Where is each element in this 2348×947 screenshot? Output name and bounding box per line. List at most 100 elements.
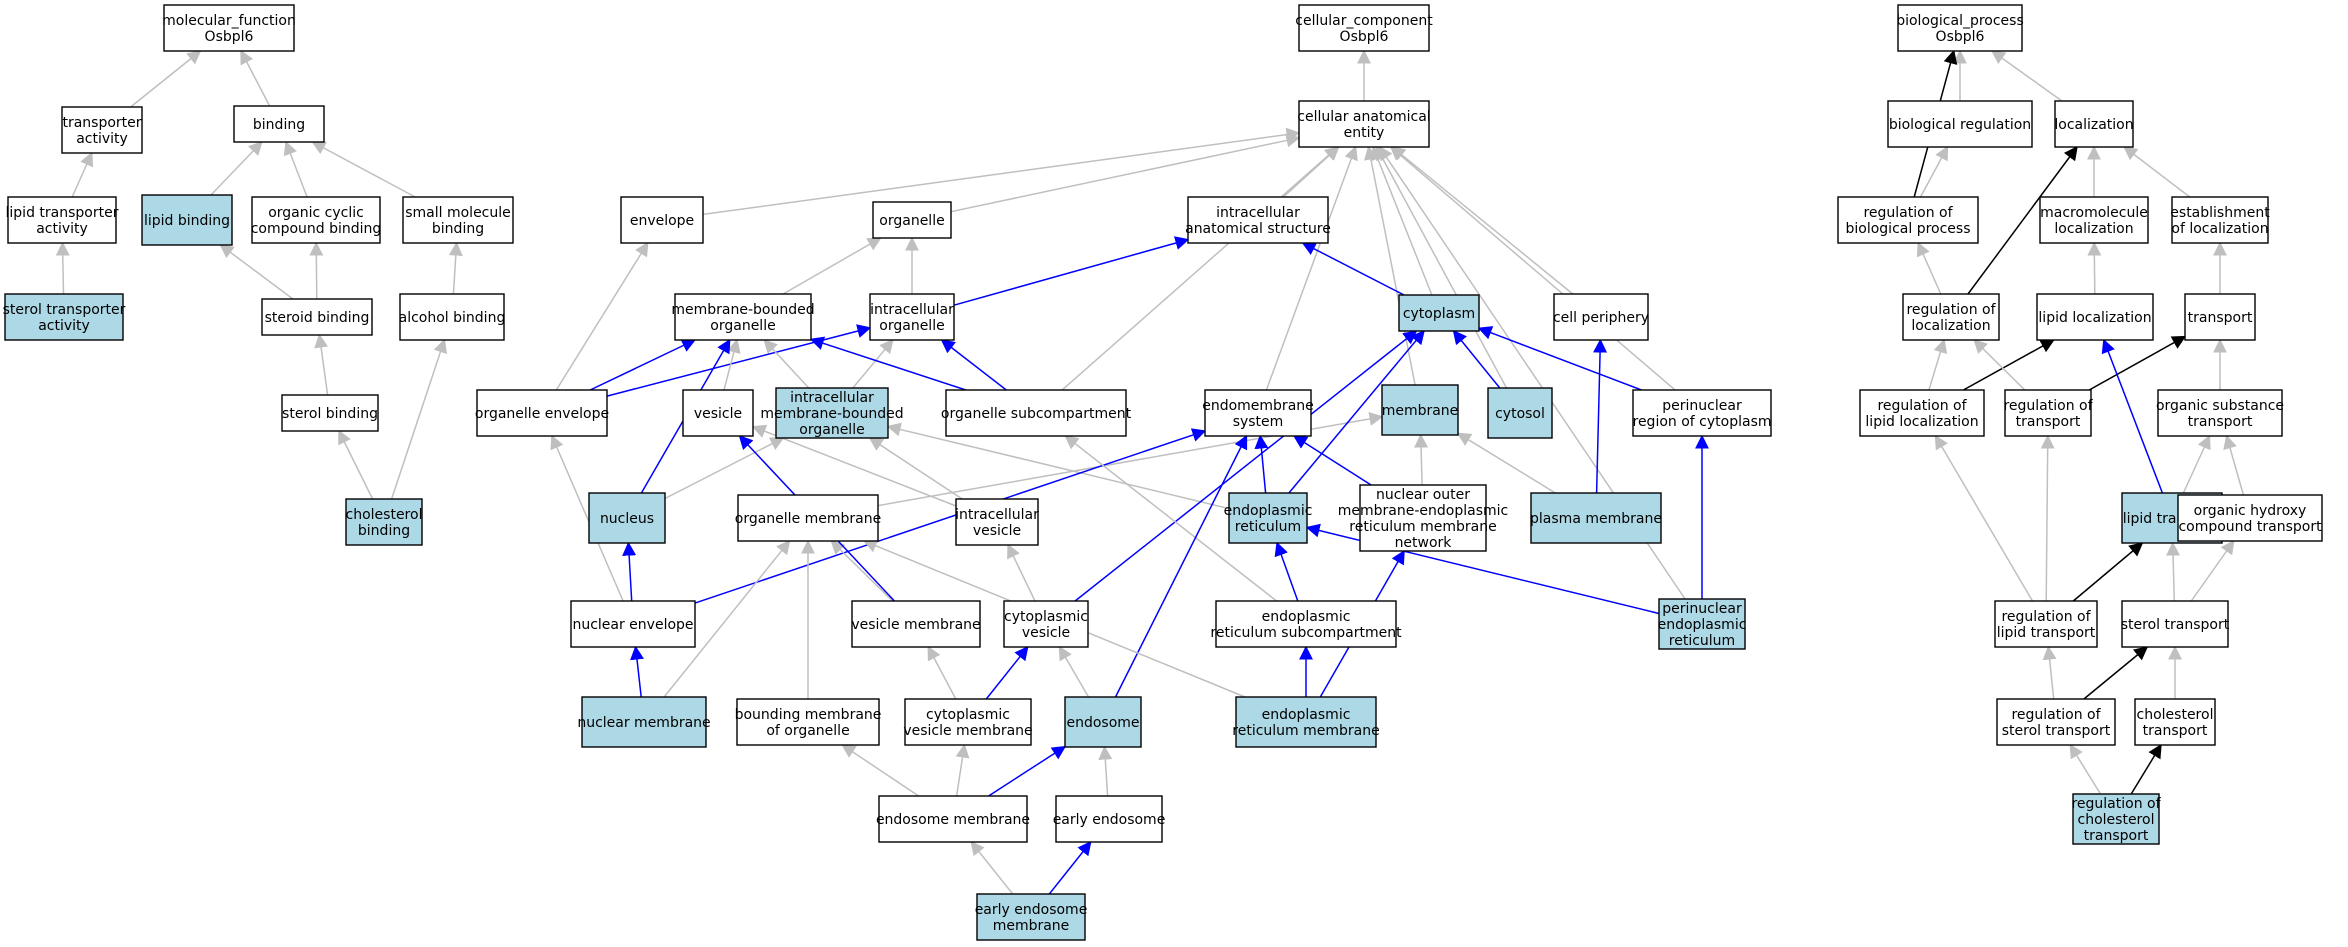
term-node-membrane[interactable]: membrane: [1381, 384, 1459, 436]
edge-line: [390, 338, 448, 500]
term-node-transport[interactable]: transport: [2184, 293, 2256, 341]
term-node-binding[interactable]: binding: [233, 105, 325, 143]
edge-cvm-to-vesicle_membrane: [927, 645, 957, 700]
edge-line: [953, 236, 1190, 306]
term-label: cellular anatomical: [1297, 109, 1430, 125]
edge-line: [1456, 432, 1556, 494]
term-node-organelle-envelope[interactable]: organelle envelope: [475, 389, 609, 437]
term-box: [261, 298, 373, 336]
term-box: [2184, 293, 2256, 341]
term-node-lipid-loc[interactable]: lipid localization: [2036, 293, 2154, 341]
term-node-alcohol-binding[interactable]: alcohol binding: [399, 293, 506, 341]
term-node-lipid-binding[interactable]: lipid binding: [141, 194, 233, 246]
term-node-sterol-binding[interactable]: sterol binding: [281, 394, 379, 432]
term-box: [570, 600, 696, 648]
term-label: compound binding: [251, 221, 382, 237]
term-node-plasma-membrane[interactable]: plasma membrane: [1530, 492, 1662, 544]
edge-organelle_envelope-to-mbo: [589, 339, 697, 391]
term-box: [674, 293, 812, 341]
term-label: membrane-bounded: [671, 302, 814, 318]
term-node-nucleus[interactable]: nucleus: [588, 492, 666, 544]
term-node-nomern[interactable]: nuclear outermembrane-endoplasmicreticul…: [1338, 484, 1508, 552]
term-label: regulation of: [1877, 398, 1967, 414]
term-node-organelle-subcompartment[interactable]: organelle subcompartment: [941, 389, 1132, 437]
term-node-endosome-membrane[interactable]: endosome membrane: [876, 795, 1030, 843]
term-node-steroid-binding[interactable]: steroid binding: [261, 298, 373, 336]
term-box: [1658, 598, 1746, 650]
term-node-envelope[interactable]: envelope: [620, 196, 704, 244]
term-label: regulation of: [2071, 796, 2161, 812]
term-label: reticulum membrane: [1232, 723, 1379, 739]
term-node-sterol-transport[interactable]: sterol transport: [2121, 600, 2230, 648]
term-label: early endosome: [975, 902, 1088, 918]
edge-line: [886, 422, 1230, 510]
term-node-nuclear-envelope[interactable]: nuclear envelope: [570, 600, 696, 648]
term-node-early-endosome[interactable]: early endosome: [1053, 795, 1166, 843]
term-label: lipid localization: [2038, 310, 2151, 326]
term-node-bio-reg[interactable]: biological regulation: [1887, 100, 2033, 148]
edge-line: [970, 840, 1014, 895]
edge-line: [694, 428, 1207, 604]
term-node-cell-periphery[interactable]: cell periphery: [1553, 293, 1649, 341]
term-box: [2004, 389, 2092, 437]
term-node-cytosol[interactable]: cytosol: [1487, 387, 1553, 439]
edge-eem-to-early_endosome: [1048, 840, 1092, 895]
term-label: endosome membrane: [876, 812, 1030, 828]
term-node-endosome[interactable]: endosome: [1064, 696, 1142, 748]
edge-organelle_subcompartment-to-cae: [1061, 146, 1339, 391]
term-node-organelle-membrane[interactable]: organelle membrane: [735, 494, 881, 542]
term-label: plasma membrane: [1530, 511, 1662, 527]
edge-vesicle-to-mbo: [723, 338, 741, 391]
term-node-organelle[interactable]: organelle: [872, 201, 952, 239]
term-box: [1003, 600, 1089, 648]
edge-line: [1967, 145, 2078, 295]
term-node-cytoplasm[interactable]: cytoplasm: [1398, 294, 1480, 332]
term-node-localization[interactable]: localization: [2054, 100, 2134, 148]
edge-reg_sterol_transport-to-reg_lipid_transport: [2042, 645, 2057, 700]
term-node-vesicle[interactable]: vesicle: [682, 389, 754, 437]
edge-envelope-to-cae: [702, 127, 1301, 216]
term-node-vesicle-membrane[interactable]: vesicle membrane: [851, 600, 981, 648]
edge-line: [240, 49, 271, 107]
term-node-nuclear-membrane[interactable]: nuclear membrane: [577, 696, 711, 748]
edge-steroid_binding-to-lipid_binding: [219, 244, 294, 300]
